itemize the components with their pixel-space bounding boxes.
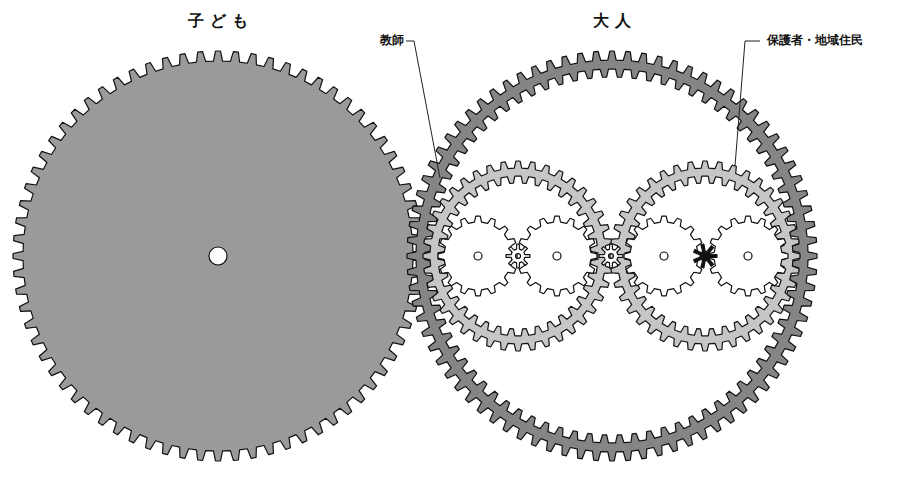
- leader-line: [735, 41, 760, 166]
- gear: [708, 216, 788, 296]
- gear: [624, 216, 704, 296]
- gear-label: 保護者・地域住民: [765, 32, 865, 49]
- gear-label: 大人: [591, 11, 639, 32]
- gear-node: 子ども: [13, 51, 423, 461]
- ring-gear: [610, 161, 800, 351]
- gear: [506, 244, 530, 268]
- gear: [13, 51, 423, 461]
- gear-node: 保護者・地域住民: [610, 161, 800, 351]
- leader-line: [402, 41, 440, 178]
- gear: [694, 244, 717, 268]
- ring-gear: [407, 51, 817, 461]
- gear: [599, 244, 623, 268]
- gear-node: 大人教師保護者・地域住民: [407, 51, 817, 461]
- gear-label: 子ども: [186, 11, 256, 32]
- ring-gear: [423, 161, 613, 351]
- gear-label: 教師: [378, 32, 406, 49]
- gear-node: 教師: [423, 161, 613, 351]
